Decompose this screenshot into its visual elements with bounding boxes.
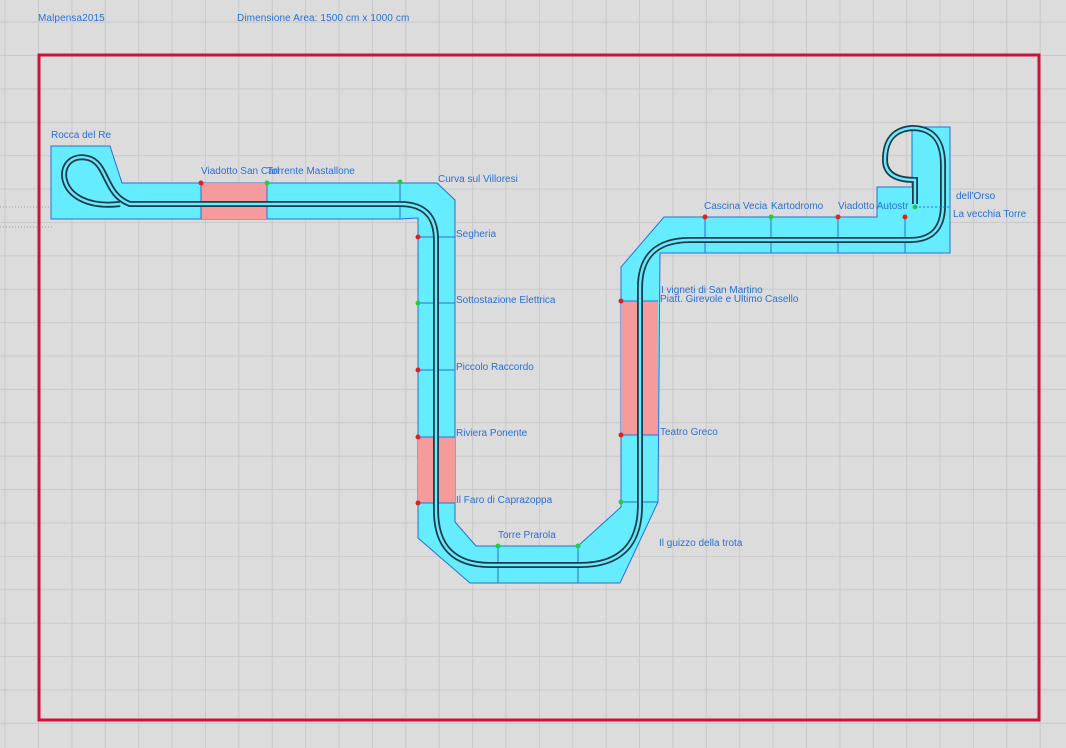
marker-green[interactable] [415, 300, 421, 306]
label-riviera-ponente: Riviera Ponente [456, 428, 528, 439]
label-torre-prarola: Torre Prarola [498, 530, 556, 541]
marker-red[interactable] [702, 214, 708, 220]
label-faro-caprazoppa: Il Faro di Caprazoppa [456, 495, 553, 506]
label-dell-orso: dell'Orso [956, 191, 996, 202]
label-teatro-greco: Teatro Greco [660, 427, 718, 438]
label-piatt-girevole: Piatt. Girevole e Ultimo Casello [660, 294, 799, 305]
marker-red[interactable] [415, 434, 421, 440]
label-viadotto-autostrada: Viadotto Autostr [838, 201, 909, 212]
label-vigneti-san-martino: I vigneti di San Martino [661, 285, 763, 296]
marker-red[interactable] [198, 180, 204, 186]
label-piccolo-raccordo: Piccolo Raccordo [456, 362, 534, 373]
label-cascina-vecia: Cascina Vecia [704, 201, 768, 212]
track-baseboard[interactable] [50, 126, 951, 584]
label-viadotto-san-carlo: Viadotto San Carl [201, 166, 279, 177]
area-dimension: Dimensione Area: 1500 cm x 1000 cm [237, 13, 410, 24]
marker-green[interactable] [495, 543, 501, 549]
marker-red[interactable] [618, 432, 624, 438]
marker-green[interactable] [575, 543, 581, 549]
project-name: Malpensa2015 [38, 13, 105, 24]
label-guizzo-trota: Il guizzo della trota [659, 538, 743, 549]
section-markers[interactable] [198, 179, 918, 549]
label-vecchia-torre: La vecchia Torre [953, 209, 1027, 220]
label-torrente-mastallone: Torrente Mastallone [267, 166, 355, 177]
marker-red[interactable] [415, 367, 421, 373]
marker-green[interactable] [264, 180, 270, 186]
marker-red[interactable] [415, 234, 421, 240]
marker-red[interactable] [902, 214, 908, 220]
rails [61, 124, 946, 568]
label-sottostazione: Sottostazione Elettrica [456, 295, 556, 306]
label-kartodromo: Kartodromo [771, 201, 824, 212]
marker-red[interactable] [835, 214, 841, 220]
marker-green[interactable] [768, 214, 774, 220]
board-border [37, 53, 1041, 722]
marker-red[interactable] [618, 298, 624, 304]
marker-green[interactable] [618, 499, 624, 505]
label-rocca-del-re: Rocca del Re [51, 130, 111, 141]
label-curva-villoresi: Curva sul Villoresi [438, 174, 518, 185]
marker-red[interactable] [415, 500, 421, 506]
label-segheria: Segheria [456, 229, 496, 240]
marker-green[interactable] [397, 179, 403, 185]
